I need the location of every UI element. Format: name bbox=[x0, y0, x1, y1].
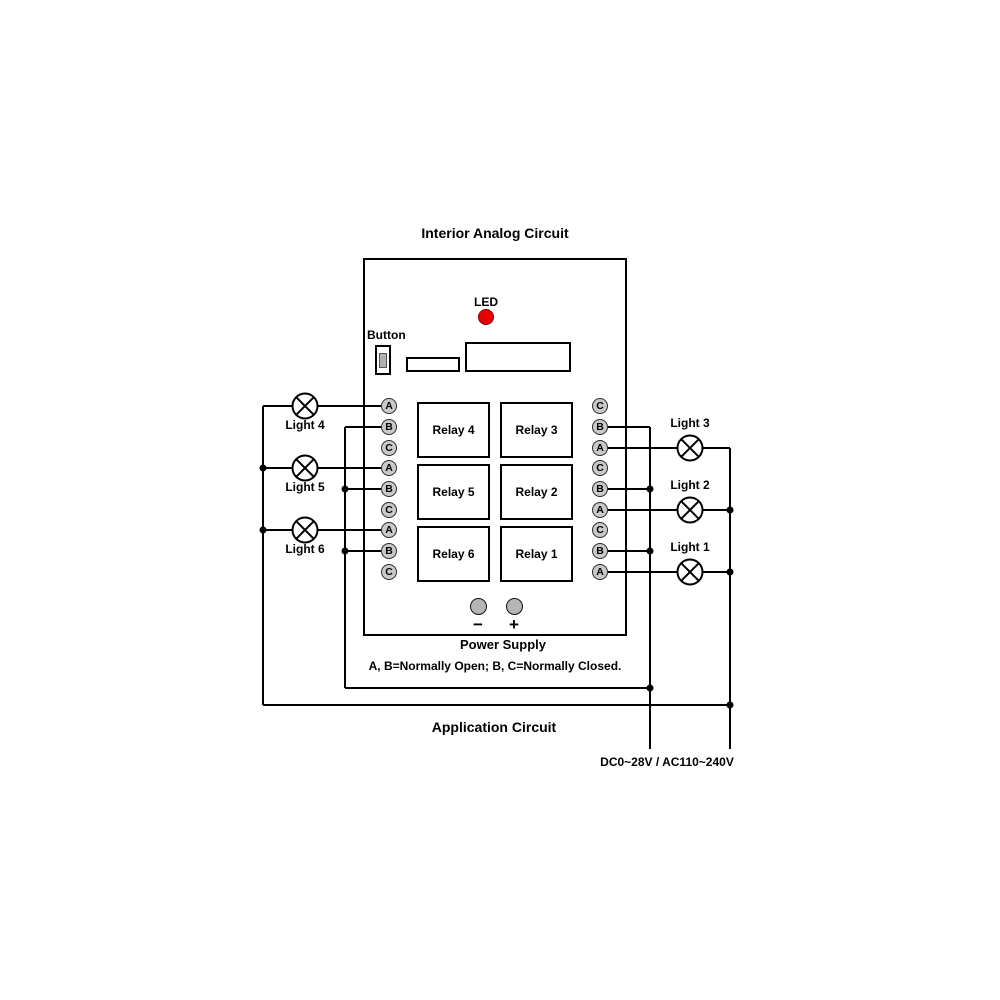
relay-5-box: Relay 5 bbox=[417, 464, 490, 520]
junction-dot bbox=[259, 464, 267, 472]
lamp-symbols bbox=[291, 392, 704, 586]
component-block-large bbox=[465, 342, 571, 372]
junction-dot bbox=[646, 684, 654, 692]
terminal-right: A bbox=[592, 564, 608, 580]
terminal-left: A bbox=[381, 522, 397, 538]
terminal-left: C bbox=[381, 440, 397, 456]
power-terminal-minus bbox=[470, 598, 487, 615]
lamp-icon bbox=[676, 558, 704, 586]
led-label: LED bbox=[474, 295, 498, 309]
light-5-label: Light 5 bbox=[285, 480, 325, 494]
junction-dot bbox=[341, 547, 349, 555]
junction-dot bbox=[646, 485, 654, 493]
voltage-rating-label: DC0~28V / AC110~240V bbox=[600, 755, 734, 769]
junction-dot bbox=[259, 526, 267, 534]
terminal-right: B bbox=[592, 419, 608, 435]
terminal-right: B bbox=[592, 481, 608, 497]
relay-3-box: Relay 3 bbox=[500, 402, 573, 458]
junction-dot bbox=[726, 568, 734, 576]
power-supply-label: Power Supply bbox=[460, 637, 546, 652]
lamp-icon bbox=[291, 454, 319, 482]
terminal-left: C bbox=[381, 502, 397, 518]
terminal-left: A bbox=[381, 398, 397, 414]
light-4-label: Light 4 bbox=[285, 418, 325, 432]
relay-label: Relay 6 bbox=[432, 547, 475, 561]
contact-note: A, B=Normally Open; B, C=Normally Closed… bbox=[368, 659, 622, 673]
terminal-left: B bbox=[381, 481, 397, 497]
application-circuit-label: Application Circuit bbox=[431, 719, 557, 735]
interior-circuit-box bbox=[363, 258, 627, 636]
terminal-right: C bbox=[592, 398, 608, 414]
button-label: Button bbox=[367, 328, 406, 342]
junction-dot bbox=[726, 506, 734, 514]
terminal-right: A bbox=[592, 440, 608, 456]
terminal-right: C bbox=[592, 460, 608, 476]
minus-sign: − bbox=[473, 615, 483, 634]
junction-dot bbox=[726, 701, 734, 709]
terminal-left: A bbox=[381, 460, 397, 476]
terminal-left: B bbox=[381, 419, 397, 435]
terminal-right: C bbox=[592, 522, 608, 538]
relay-6-box: Relay 6 bbox=[417, 526, 490, 582]
relay-label: Relay 2 bbox=[515, 485, 558, 499]
lamp-icon bbox=[291, 392, 319, 420]
light-3-label: Light 3 bbox=[670, 416, 710, 430]
relay-2-box: Relay 2 bbox=[500, 464, 573, 520]
relay-label: Relay 5 bbox=[432, 485, 475, 499]
component-block-small bbox=[406, 357, 460, 372]
diagram-title: Interior Analog Circuit bbox=[421, 225, 569, 241]
relay-label: Relay 4 bbox=[432, 423, 475, 437]
junction-dots bbox=[259, 464, 734, 709]
junction-dot bbox=[646, 547, 654, 555]
light-1-label: Light 1 bbox=[670, 540, 710, 554]
wire-group bbox=[262, 405, 731, 749]
light-6-label: Light 6 bbox=[285, 542, 325, 556]
lamp-icon bbox=[676, 434, 704, 462]
led-indicator-icon bbox=[478, 309, 494, 325]
power-terminal-plus bbox=[506, 598, 523, 615]
junction-dot bbox=[341, 485, 349, 493]
plus-sign: + bbox=[509, 615, 519, 634]
lamp-icon bbox=[676, 496, 704, 524]
relay-label: Relay 1 bbox=[515, 547, 558, 561]
relay-1-box: Relay 1 bbox=[500, 526, 573, 582]
relay-label: Relay 3 bbox=[515, 423, 558, 437]
terminal-left: C bbox=[381, 564, 397, 580]
terminal-right: A bbox=[592, 502, 608, 518]
light-2-label: Light 2 bbox=[670, 478, 710, 492]
lamp-icon bbox=[291, 516, 319, 544]
terminal-right: B bbox=[592, 543, 608, 559]
push-button bbox=[375, 345, 391, 375]
relay-4-box: Relay 4 bbox=[417, 402, 490, 458]
terminal-left: B bbox=[381, 543, 397, 559]
push-button-actuator bbox=[379, 352, 387, 368]
